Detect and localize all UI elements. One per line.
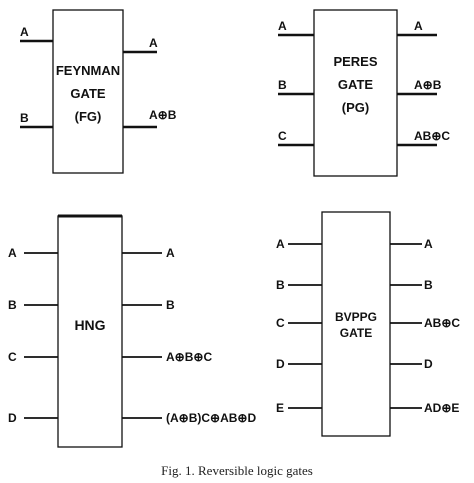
feynman-gate-label: (FG) [75,109,102,124]
hng-input-label: B [8,298,17,312]
hng-output-label: A [166,246,175,260]
peres-input-label: A [278,19,287,33]
hng-output-label: B [166,298,175,312]
peres-gate-label: (PG) [342,100,369,115]
peres-gate-label: GATE [338,77,373,92]
hng-gate-box [57,215,123,448]
bvppg-input-label: C [276,316,285,330]
hng-output-label: (A⊕B)C⊕AB⊕D [166,411,256,425]
peres-input-label: C [278,129,287,143]
hng-output-label: A⊕B⊕C [166,350,212,364]
bvppg-output-label: AD⊕E [424,401,459,415]
feynman-output-label: A [149,36,158,50]
feynman-output-label: A⊕B [149,108,177,122]
hng-input-label: D [8,411,17,425]
feynman-gate-box [52,9,124,174]
bvppg-output-label: A [424,237,433,251]
bvppg-input-label: D [276,357,285,371]
bvppg-gate-label: GATE [340,326,372,340]
bvppg-output-label: B [424,278,433,292]
hng-input-label: C [8,350,17,364]
bvppg-input-label: A [276,237,285,251]
peres-output-label: AB⊕C [414,129,450,143]
bvppg-input-label: B [276,278,285,292]
peres-output-label: A [414,19,423,33]
bvppg-output-label: AB⊕C [424,316,460,330]
bvppg-input-label: E [276,401,284,415]
bvppg-gate-box [321,211,391,437]
feynman-gate-label: GATE [70,86,105,101]
bvppg-output-label: D [424,357,433,371]
figure-caption: Fig. 1. Reversible logic gates [161,463,313,478]
hng-gate-label: HNG [74,317,105,333]
peres-input-label: B [278,78,287,92]
peres-gate-box [313,9,398,177]
peres-output-label: A⊕B [414,78,442,92]
feynman-input-label: A [20,25,29,39]
peres-gate-label: PERES [333,54,377,69]
feynman-gate-label: FEYNMAN [56,63,120,78]
feynman-input-label: B [20,111,29,125]
bvppg-gate-label: BVPPG [335,310,377,324]
hng-input-label: A [8,246,17,260]
